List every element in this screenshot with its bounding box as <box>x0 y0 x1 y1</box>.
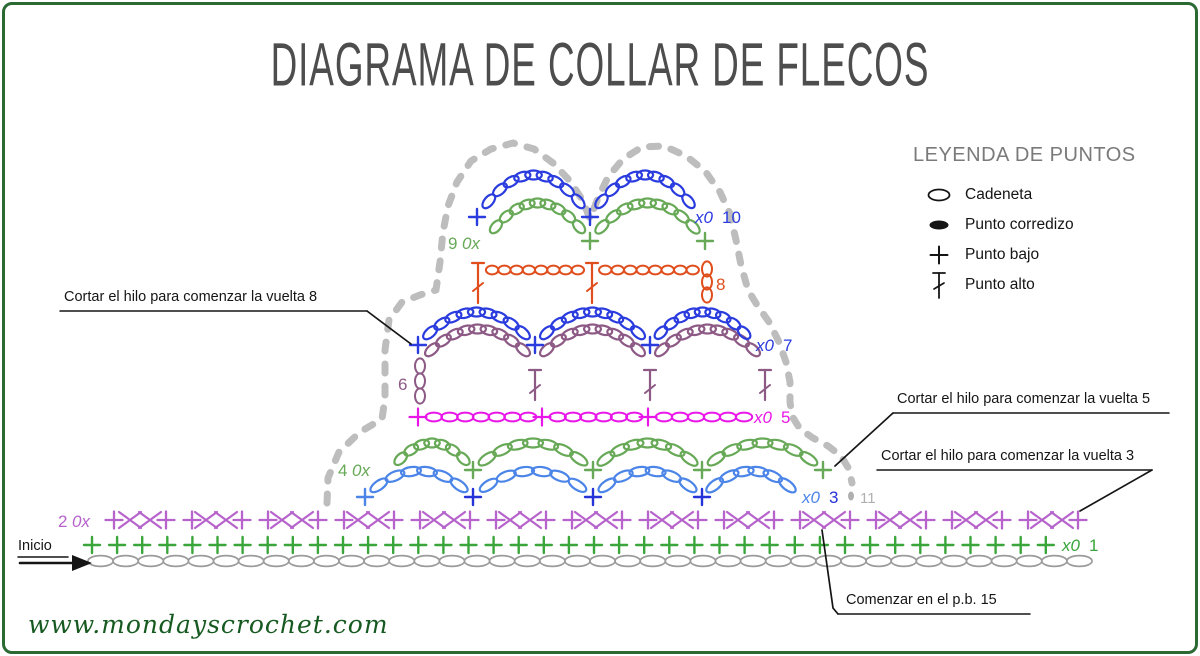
svg-text:3: 3 <box>829 488 838 507</box>
page-title: DIAGRAMA DE COLLAR DE FLECOS <box>270 30 930 99</box>
svg-text:x0: x0 <box>694 208 714 227</box>
inicio-label: Inicio <box>18 538 52 554</box>
row-9: 9 0x <box>448 197 715 253</box>
start-at-sc-15-label: Comenzar en el p.b. 15 <box>846 592 997 608</box>
svg-text:x0: x0 <box>801 488 821 507</box>
legend-item-label: Punto alto <box>965 276 1035 293</box>
svg-text:10: 10 <box>722 208 741 227</box>
website-link[interactable]: www.mondayscrochet.com <box>28 610 389 639</box>
legend-item-label: Punto corredizo <box>965 216 1074 233</box>
svg-text:1: 1 <box>1089 536 1098 555</box>
cut-yarn-round-8-label: Cortar el hilo para comenzar la vuelta 8 <box>64 289 318 305</box>
svg-text:x0: x0 <box>753 408 773 427</box>
cut-yarn-round-5-label: Cortar el hilo para comenzar la vuelta 5 <box>897 391 1151 407</box>
legend-item-label: Cadeneta <box>965 186 1033 203</box>
row-4: 4 0x <box>338 437 833 480</box>
page-title-wrap: DIAGRAMA DE COLLAR DE FLECOS <box>0 30 1200 99</box>
svg-text:x0: x0 <box>755 336 775 355</box>
legend-item: Punto bajo <box>913 240 1136 270</box>
svg-text:7: 7 <box>783 336 792 355</box>
row-7: x0 7 <box>408 306 792 355</box>
row-3: x0 3 <box>355 465 838 507</box>
annotation-lines <box>17 310 1170 615</box>
row-2: 2 0x <box>58 510 1088 531</box>
slip-stitch-icon <box>913 210 965 240</box>
round-11-outline: 11 <box>323 139 876 507</box>
row-1: x0 1 <box>82 535 1098 555</box>
svg-text:0x: 0x <box>72 512 90 531</box>
svg-text:5: 5 <box>781 408 790 427</box>
double-crochet-icon <box>913 270 965 300</box>
foundation-chain <box>87 554 1093 568</box>
svg-text:9: 9 <box>448 234 457 253</box>
legend-item: Punto alto <box>913 270 1136 300</box>
svg-text:2: 2 <box>58 512 67 531</box>
svg-text:11: 11 <box>860 490 876 507</box>
row-6: 6 <box>398 323 773 405</box>
svg-text:0x: 0x <box>352 461 370 480</box>
chain-icon <box>913 180 965 210</box>
legend-title: LEYENDA DE PUNTOS <box>913 144 1136 166</box>
row-5: x0 5 <box>408 407 790 427</box>
svg-text:x0: x0 <box>1061 536 1081 555</box>
svg-text:6: 6 <box>398 375 407 394</box>
single-crochet-icon <box>913 240 965 270</box>
svg-text:8: 8 <box>716 275 725 294</box>
row-10: x0 10 <box>467 169 741 227</box>
svg-text:0x: 0x <box>462 234 480 253</box>
row-8: 8 <box>470 260 725 305</box>
legend-item: Cadeneta <box>913 180 1136 210</box>
legend-item-label: Punto bajo <box>965 246 1040 263</box>
svg-text:4: 4 <box>338 461 347 480</box>
legend-item: Punto corredizo <box>913 210 1136 240</box>
cut-yarn-round-3-label: Cortar el hilo para comenzar la vuelta 3 <box>881 448 1135 464</box>
